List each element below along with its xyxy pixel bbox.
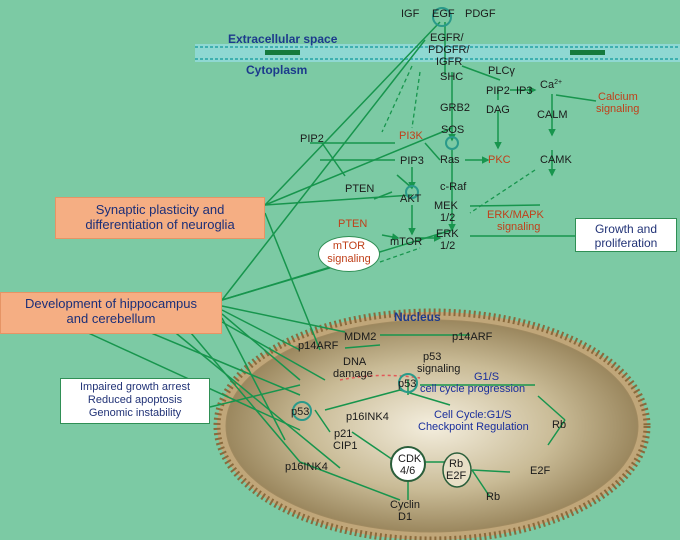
svg-text:CDK: CDK: [398, 453, 422, 465]
sos-node: SOS: [441, 124, 464, 136]
e2f-node: E2F: [530, 465, 550, 477]
rb-e2f-complex: Rb E2F: [442, 452, 472, 488]
p21-cip1-node: p21 CIP1: [333, 428, 357, 452]
ip3-node: IP3: [516, 85, 533, 97]
cytoplasm-label: Cytoplasm: [246, 63, 307, 77]
pip2-left-node: PIP2: [300, 133, 324, 145]
ras-node: Ras: [440, 154, 460, 166]
grb2-node: GRB2: [440, 102, 470, 114]
svg-text:E2F: E2F: [446, 470, 466, 482]
p53-signaling-node: p53 signaling: [417, 351, 460, 375]
node-halos: [292, 7, 459, 421]
igf-node: IGF: [401, 8, 420, 20]
mtor-signaling-oval[interactable]: mTOR signaling: [318, 236, 380, 272]
cdk-complex: CDK 4/6: [390, 446, 426, 482]
ca-node: Ca2+: [540, 79, 562, 91]
p14arf-right-node: p14ARF: [452, 331, 493, 343]
synaptic-plasticity-box[interactable]: Synaptic plasticity and differentiation …: [55, 197, 265, 239]
pkc-node: PKC: [488, 154, 511, 166]
mek-node: MEK 1/2: [434, 200, 461, 224]
receptor-label-2: PDGFR/: [428, 44, 471, 56]
pten-upper-node: PTEN: [345, 183, 374, 195]
rb-right-node: Rb: [552, 419, 566, 431]
extracellular-label: Extracellular space: [228, 32, 338, 46]
calm-node: CALM: [537, 109, 568, 121]
egf-node: EGF: [432, 8, 455, 20]
p14arf-left-node: p14ARF: [298, 340, 339, 352]
p16ink4-upper-node: p16INK4: [346, 411, 389, 423]
erk-node: ERK 1/2: [436, 228, 462, 252]
p53-feedback-dash: [339, 374, 421, 381]
craf-node: c-Raf: [440, 181, 467, 193]
akt-node: AKT: [400, 193, 422, 205]
dag-node: DAG: [486, 104, 510, 116]
erk-mapk-signaling[interactable]: ERK/MAPK signaling: [487, 209, 547, 233]
shc-node: SHC: [440, 71, 463, 83]
pdgf-node: PDGF: [465, 8, 496, 20]
dashed-links: [379, 65, 536, 263]
cyclin-d1-node: Cyclin D1: [390, 499, 423, 523]
rb-bottom-node: Rb: [486, 491, 500, 503]
calcium-signaling[interactable]: Calcium signaling: [596, 91, 641, 115]
pi3k-node: PI3K: [399, 130, 424, 142]
mdm2-node: MDM2: [344, 331, 376, 343]
dna-damage-node: DNA damage: [333, 356, 373, 380]
plcy-node: PLCγ: [488, 65, 515, 77]
checkpoint-regulation[interactable]: Cell Cycle:G1/S Checkpoint Regulation: [418, 409, 529, 433]
p53-center-node: p53: [398, 378, 416, 390]
development-box[interactable]: Development of hippocampus and cerebellu…: [0, 292, 222, 334]
cell-membrane: [195, 44, 680, 62]
p16ink4-lower-node: p16INK4: [285, 461, 328, 473]
nucleus-label: Nucleus: [394, 310, 441, 324]
nucleus: [213, 308, 651, 540]
growth-proliferation-box[interactable]: Growth and proliferation: [575, 218, 677, 252]
receptor-label-3: IGFR: [436, 56, 462, 68]
mtor-node: mTOR: [390, 236, 422, 248]
svg-text:4/6: 4/6: [400, 465, 415, 477]
pten-lower-node: PTEN: [338, 218, 367, 230]
impaired-growth-box[interactable]: Impaired growth arrest Reduced apoptosis…: [60, 378, 210, 424]
camk-node: CAMK: [540, 154, 572, 166]
svg-text:Rb: Rb: [449, 458, 463, 470]
connector-lines: [59, 21, 600, 501]
p53-left-node: p53: [291, 406, 309, 418]
pip2-right-node: PIP2: [486, 85, 510, 97]
receptor-label-1: EGFR/: [430, 32, 465, 44]
pip3-node: PIP3: [400, 155, 424, 167]
g1s-progression[interactable]: G1/S cell cycle progression: [420, 371, 525, 395]
